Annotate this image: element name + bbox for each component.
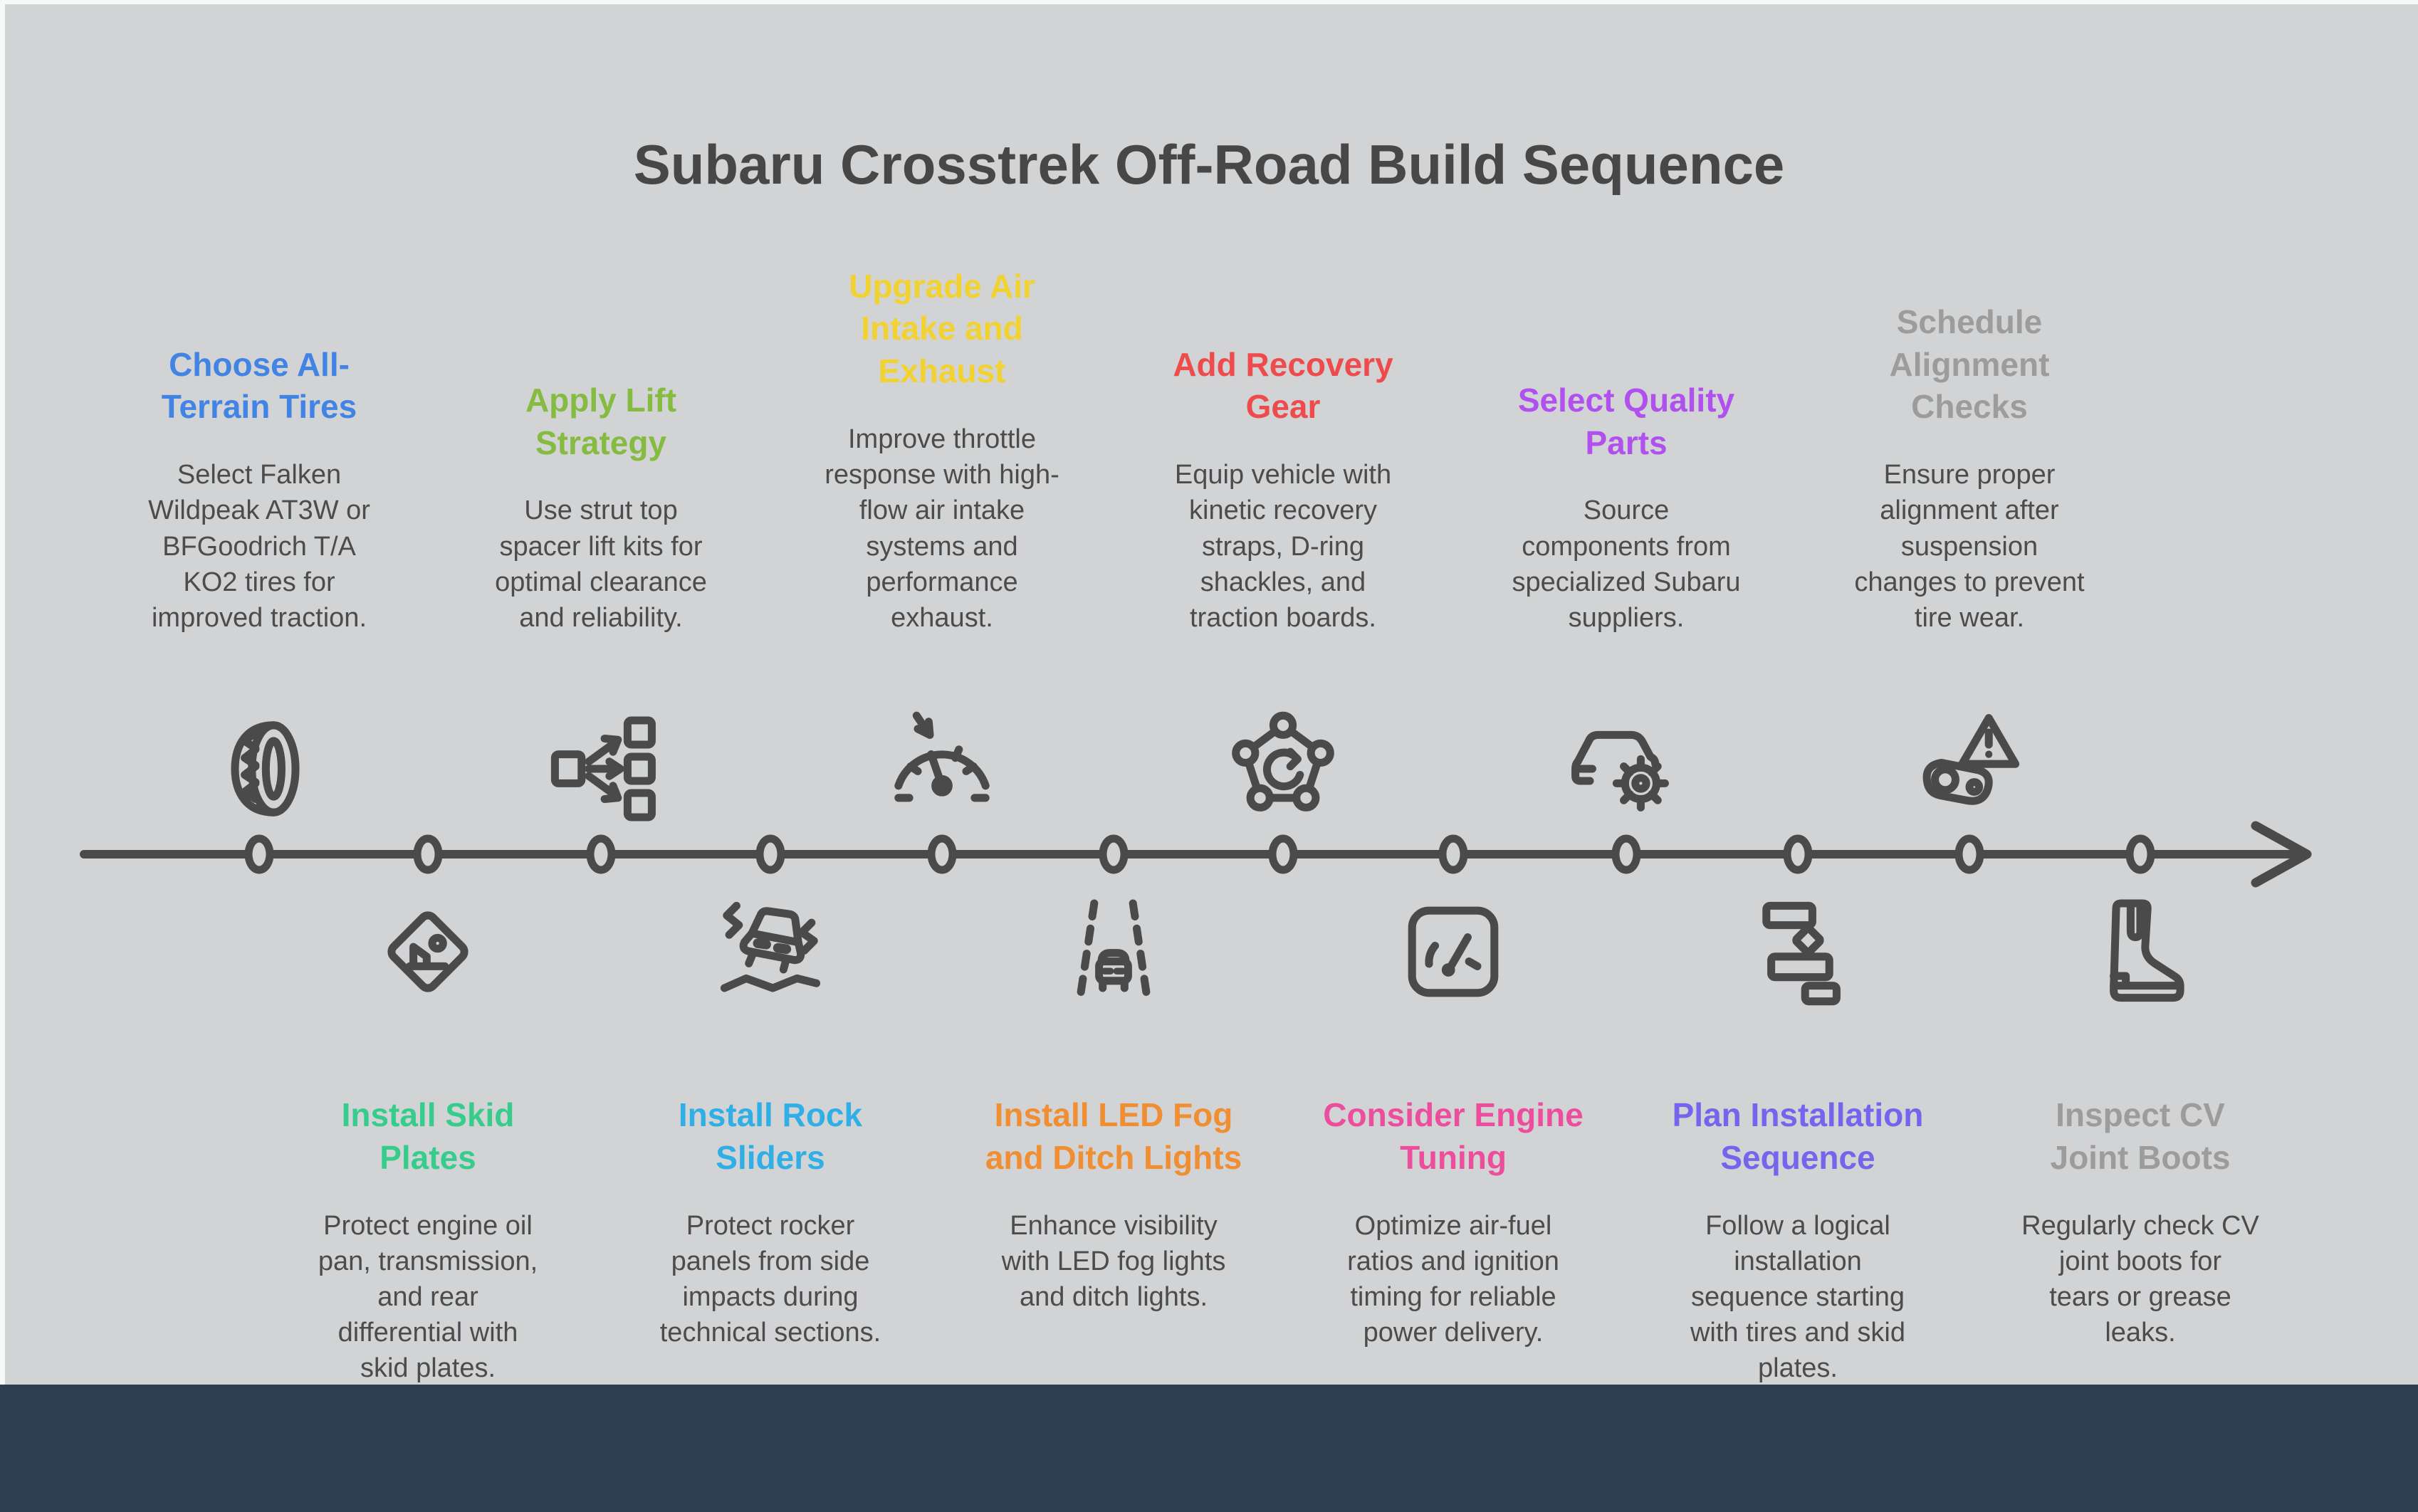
timeline-arrowhead-icon	[2251, 821, 2312, 888]
step-heading: Plan Installation Sequence	[1672, 1096, 1924, 1176]
step-column-ditch-lights: Install LED Fog and Ditch Lights Enhance…	[950, 1094, 1277, 1315]
step-column-install-sequence: Plan Installation Sequence Follow a logi…	[1634, 1094, 1962, 1386]
timeline-dots	[244, 834, 2155, 874]
timeline-dot	[1783, 834, 1813, 874]
timeline-dot	[755, 834, 785, 874]
step-heading: Select Quality Parts	[1517, 381, 1735, 461]
footer-bar	[0, 1385, 2418, 1512]
step-description: Optimize air-fuel ratios and ignition ti…	[1347, 1210, 1559, 1348]
engine-tuning-icon	[1408, 906, 1499, 997]
step-heading: Schedule Alignment Checks	[1889, 303, 2050, 426]
cv-boot-icon	[2110, 899, 2184, 1002]
step-description: Equip vehicle with kinetic recovery stra…	[1174, 460, 1392, 633]
rock-slider-icon	[720, 901, 821, 992]
car-gear-icon	[1571, 730, 1669, 812]
step-heading: Install Rock Sliders	[678, 1096, 863, 1176]
step-description: Ensure proper alignment after suspension…	[1854, 460, 2085, 633]
step-column-recovery-gear: Add Recovery Gear Equip vehicle with kin…	[1119, 344, 1447, 636]
sequence-icon	[1762, 901, 1841, 1006]
step-column-rock-sliders: Install Rock Sliders Protect rocker pane…	[607, 1094, 934, 1350]
step-heading: Inspect CV Joint Boots	[2050, 1096, 2231, 1176]
recovery-gear-icon	[1232, 711, 1334, 812]
step-description: Follow a logical installation sequence s…	[1690, 1210, 1905, 1384]
step-description: Use strut top spacer lift kits for optim…	[495, 495, 707, 633]
ditch-lights-icon	[1075, 899, 1152, 1004]
left-edge-strip	[0, 0, 5, 1512]
step-description: Protect rocker panels from side impacts …	[659, 1210, 881, 1348]
step-description: Improve throttle response with high- flo…	[825, 424, 1059, 633]
step-description: Source components from specialized Subar…	[1512, 495, 1741, 633]
step-column-cv-boots: Inspect CV Joint Boots Regularly check C…	[1977, 1094, 2304, 1350]
timeline-dot	[244, 834, 274, 874]
timeline-dot	[1611, 834, 1641, 874]
step-description: Protect engine oil pan, transmission, an…	[318, 1210, 538, 1384]
top-edge-strip	[0, 0, 2418, 4]
tire-icon	[231, 721, 300, 817]
air-intake-gauge-icon	[894, 711, 990, 802]
step-description: Enhance visibility with LED fog lights a…	[1001, 1210, 1226, 1312]
step-column-alignment-checks: Schedule Alignment Checks Ensure proper …	[1806, 301, 2133, 636]
timeline-dot	[1099, 834, 1129, 874]
alignment-warning-icon	[1922, 714, 2020, 805]
step-heading: Add Recovery Gear	[1173, 345, 1393, 426]
step-column-engine-tuning: Consider Engine Tuning Optimize air-fuel…	[1289, 1094, 1617, 1350]
step-heading: Upgrade Air Intake and Exhaust	[849, 267, 1035, 390]
step-description: Select Falken Wildpeak AT3W or BFGoodric…	[148, 460, 370, 633]
lift-strategy-icon	[550, 716, 656, 821]
step-column-choose-tires: Choose All- Terrain Tires Select Falken …	[95, 344, 423, 636]
timeline-dot	[1438, 834, 1468, 874]
timeline-dot	[1268, 834, 1298, 874]
step-description: Regularly check CV joint boots for tears…	[2021, 1210, 2259, 1348]
skid-plate-icon	[387, 911, 469, 992]
step-column-lift-strategy: Apply Lift Strategy Use strut top spacer…	[437, 379, 765, 636]
timeline-dot	[2125, 834, 2155, 874]
step-heading: Install LED Fog and Ditch Lights	[985, 1096, 1242, 1176]
timeline-dot	[1954, 834, 1984, 874]
step-heading: Install Skid Plates	[341, 1096, 515, 1176]
timeline-dot	[927, 834, 957, 874]
step-column-quality-parts: Select Quality Parts Source components f…	[1462, 379, 1790, 636]
step-column-skid-plates: Install Skid Plates Protect engine oil p…	[264, 1094, 592, 1386]
step-heading: Consider Engine Tuning	[1323, 1096, 1584, 1176]
page-title: Subaru Crosstrek Off-Road Build Sequence	[633, 133, 1785, 196]
timeline-axis	[80, 821, 2312, 888]
timeline-dot	[586, 834, 616, 874]
step-heading: Choose All- Terrain Tires	[161, 345, 357, 426]
step-column-air-intake: Upgrade Air Intake and Exhaust Improve t…	[778, 266, 1106, 636]
timeline-dot	[413, 834, 443, 874]
step-heading: Apply Lift Strategy	[525, 381, 677, 461]
